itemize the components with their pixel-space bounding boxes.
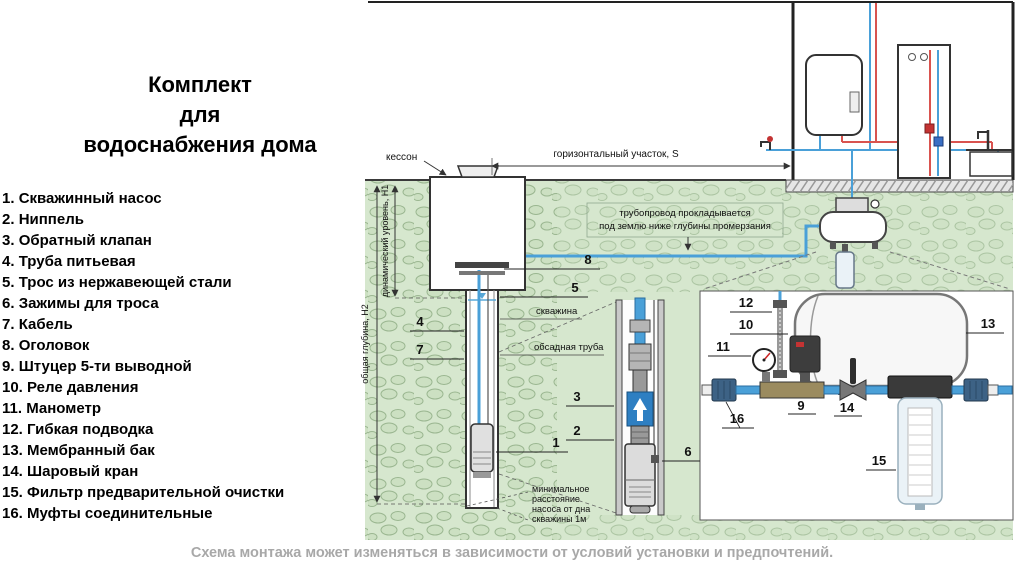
casing-wall-left [615, 299, 623, 516]
min-distance-line1: минимальное [532, 484, 589, 494]
callout-10: 10 [739, 317, 753, 332]
list-item: 13. Мембранный бак [2, 442, 155, 459]
list-item: 1. Скважинный насос [2, 190, 162, 207]
horizontal-section-label: горизонтальный участок, S [553, 149, 679, 160]
pressure-tank-small [819, 211, 887, 243]
min-distance-line4: скважины 1м [532, 514, 586, 524]
callout-15: 15 [872, 453, 886, 468]
callout-13: 13 [981, 316, 995, 331]
callout-3: 3 [573, 389, 580, 404]
pipeline-note-box [586, 202, 784, 238]
callout-8: 8 [584, 252, 591, 267]
nipple [630, 425, 650, 445]
manhole-cover [456, 165, 500, 178]
callout-2: 2 [573, 423, 580, 438]
dynamic-level-label: динамический уровень, Н1 [380, 185, 390, 297]
coupling-detail [629, 319, 651, 333]
membrane-tank [793, 292, 969, 388]
water-heater [805, 54, 863, 136]
list-item: 14. Шаровый кран [2, 463, 139, 480]
faucet-handle [767, 136, 773, 142]
list-item: 7. Кабель [2, 316, 73, 333]
title-line-2: для [179, 102, 221, 127]
station-gauge [870, 199, 880, 209]
prefilter-small [835, 251, 855, 289]
list-item: 5. Трос из нержавеющей стали [2, 274, 232, 291]
pump-station [703, 150, 1011, 290]
well-head [455, 262, 509, 268]
sink-faucet [977, 131, 988, 139]
utility-column [897, 44, 951, 179]
ball-valve [839, 379, 867, 401]
list-item: 8. Оголовок [2, 337, 90, 354]
kesson-well [429, 165, 526, 509]
list-item: 16. Муфты соединительные [2, 505, 213, 522]
valve-lever [850, 358, 856, 384]
filter-head [887, 375, 953, 399]
submersible-pump [470, 423, 494, 473]
total-depth-label: общая глубина, Н2 [360, 304, 370, 384]
hot-valve [924, 123, 935, 134]
footer-note: Схема монтажа может изменяться в зависим… [190, 545, 834, 561]
cable-clamp [651, 455, 659, 463]
callout-7: 7 [416, 342, 423, 357]
title-line-3: водоснабжения дома [83, 132, 317, 157]
heater-thermostat [849, 91, 860, 113]
callouts: 8 5 4 7 1 3 2 6 12 10 11 13 [410, 252, 1004, 471]
outdoor-faucet [760, 136, 773, 150]
min-distance-line3: насоса от дна [532, 504, 590, 514]
min-distance-line2: расстояние [532, 494, 580, 504]
surface-pump [835, 197, 869, 213]
five-way-fitting [759, 381, 825, 399]
pump-detail-view [498, 297, 665, 516]
dimension-lines: общая глубина, Н2 динамический уровень, … [360, 149, 791, 505]
list-item: 12. Гибкая подводка [2, 421, 154, 438]
page-title: Комплект для водоснабжения дома [30, 70, 370, 160]
callout-16: 16 [730, 411, 744, 426]
house [368, 1, 1015, 193]
casing-wall-right [657, 299, 665, 516]
list-item: 6. Зажимы для троса [2, 295, 159, 312]
list-item: 15. Фильтр предварительной очистки [2, 484, 285, 501]
title-line-1: Комплект [148, 72, 252, 97]
filter-cartridge [907, 407, 933, 497]
sink-basin [969, 151, 1013, 177]
callout-14: 14 [840, 400, 855, 415]
cold-valve [933, 136, 944, 147]
list-item: 11. Манометр [2, 400, 101, 417]
well-label: скважина [536, 306, 578, 317]
flow-arrow-icon [633, 398, 647, 421]
callout-12: 12 [739, 295, 753, 310]
house-piping [766, 3, 999, 155]
list-item: 9. Штуцер 5-ти выводной [2, 358, 192, 375]
sink [966, 130, 1013, 177]
callout-6: 6 [684, 444, 691, 459]
casing-label: обсадная труба [534, 342, 604, 353]
callout-4: 4 [416, 314, 424, 329]
pressure-switch [789, 335, 821, 373]
pipeline-note-line1: трубопровод прокладывается [619, 208, 751, 219]
list-item: 4. Труба питьевая [2, 253, 136, 270]
station-detail-view [699, 290, 1014, 521]
list-item: 10. Реле давления [2, 379, 139, 396]
diagram-labels: кессон трубопровод прокладывается под зе… [386, 152, 784, 524]
callout-1: 1 [552, 435, 559, 450]
parts-list: 1. Скважинный насос 2. Ниппель 3. Обратн… [2, 188, 362, 524]
list-item: 3. Обратный клапан [2, 232, 152, 249]
pipeline-note-line2: под землю ниже глубины промерзания [599, 221, 771, 232]
kesson-label: кессон [386, 152, 417, 163]
list-item: 2. Ниппель [2, 211, 84, 228]
callout-9: 9 [797, 398, 804, 413]
fitting-detail [628, 343, 652, 371]
callout-5: 5 [571, 280, 578, 295]
callout-11: 11 [716, 339, 730, 354]
